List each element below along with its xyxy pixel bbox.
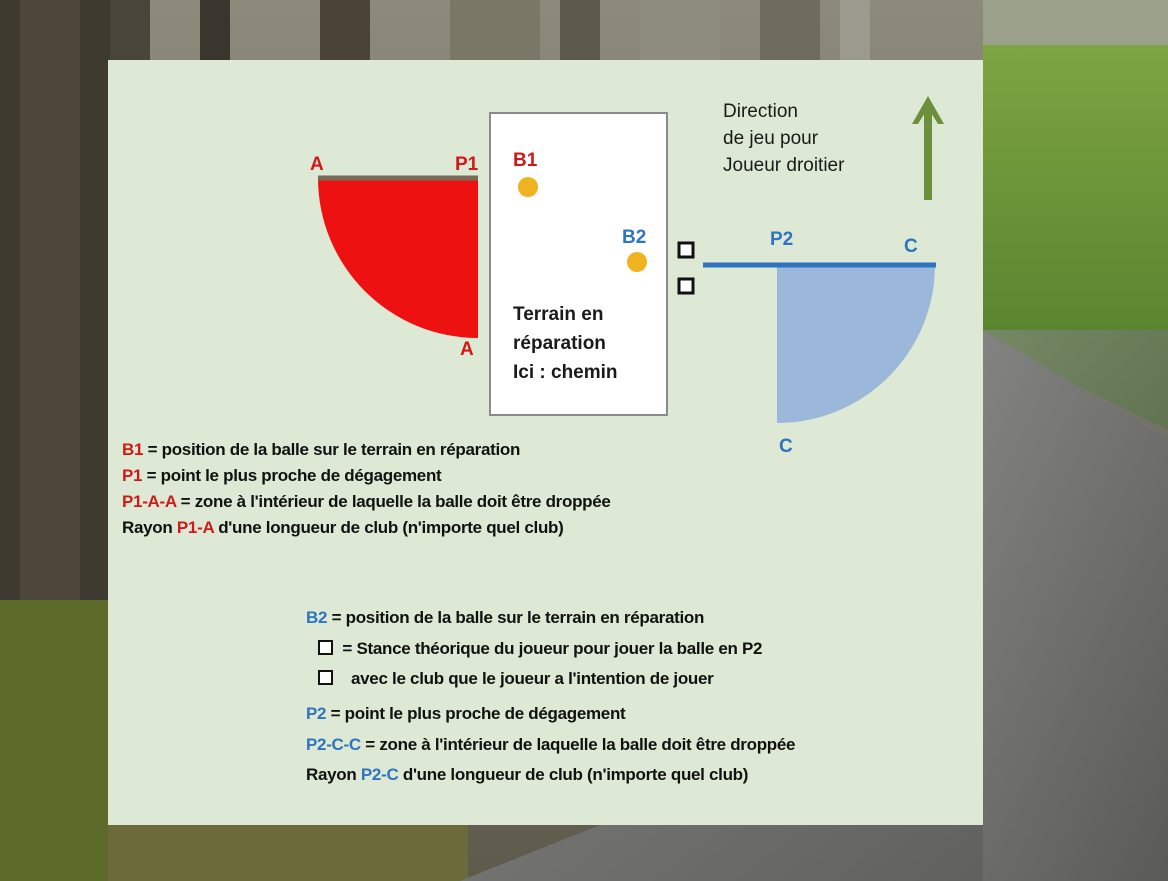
legend-rayon2-line: Rayon P2-C d'une longueur de club (n'imp… (306, 765, 748, 785)
legend-b2-line: B2 = position de la balle sur le terrain… (306, 608, 704, 628)
direction-line-2: de jeu pour (723, 128, 819, 149)
legend-stance-text-2: avec le club que le joueur a l'intention… (351, 669, 714, 688)
legend-b2-text: = position de la balle sur le terrain en… (327, 608, 705, 627)
legend-stance-line-1: = Stance théorique du joueur pour jouer … (318, 639, 762, 659)
stance-square-top (677, 241, 695, 259)
legend-p1-key: P1 (122, 466, 143, 485)
label-a-left: A (310, 154, 324, 175)
legend-b1-key: B1 (122, 440, 144, 459)
label-b2: B2 (622, 227, 647, 248)
legend-p2cc-line: P2-C-C = zone à l'intérieur de laquelle … (306, 735, 795, 755)
zone-box-text: Terrain en réparation Ici : chemin (513, 300, 618, 387)
legend-rayon1-line: Rayon P1-A d'une longueur de club (n'imp… (122, 518, 564, 538)
legend-rayon1-key: P1-A (176, 518, 214, 537)
ball-b1 (518, 177, 538, 197)
legend-p1aa-text: = zone à l'intérieur de laquelle la ball… (176, 492, 611, 511)
label-p2: P2 (770, 229, 794, 250)
legend-p2cc-key: P2-C-C (306, 735, 361, 754)
legend-p2-key: P2 (306, 704, 327, 723)
legend-p1aa-key: P1-A-A (122, 492, 177, 511)
label-p1: P1 (455, 154, 479, 175)
red-drop-zone (318, 178, 478, 338)
legend-p2cc-text: = zone à l'intérieur de laquelle la ball… (360, 735, 796, 754)
label-b1: B1 (513, 150, 538, 171)
legend-p1-line: P1 = point le plus proche de dégagement (122, 466, 442, 486)
zone-line-1: Terrain en (513, 304, 604, 325)
legend-stance-line-2: avec le club que le joueur a l'intention… (318, 669, 714, 689)
repair-zone-box (489, 112, 668, 416)
legend-rayon1-pre: Rayon (122, 518, 177, 537)
direction-line-3: Joueur droitier (723, 155, 845, 176)
legend-rayon1-post: d'une longueur de club (n'importe quel c… (213, 518, 564, 537)
legend-b1-text: = position de la balle sur le terrain en… (143, 440, 521, 459)
legend-p1-text: = point le plus proche de dégagement (142, 466, 442, 485)
legend-rayon2-key: P2-C (360, 765, 399, 784)
arrow-head (912, 96, 944, 124)
stance-square-icon-2 (318, 670, 333, 685)
legend-b2-key: B2 (306, 608, 328, 627)
legend-rayon2-pre: Rayon (306, 765, 361, 784)
label-c-right: C (904, 236, 918, 257)
ball-b2 (627, 252, 647, 272)
direction-text: Direction de jeu pour Joueur droitier (723, 98, 844, 179)
zone-line-3: Ici : chemin (513, 362, 618, 383)
label-c-bottom: C (779, 436, 793, 457)
direction-line-1: Direction (723, 101, 798, 122)
label-a-bottom: A (460, 339, 474, 360)
legend-stance-text-1: = Stance théorique du joueur pour jouer … (338, 639, 763, 658)
stance-square-icon (318, 640, 333, 655)
blue-drop-zone (777, 265, 935, 423)
zone-line-2: réparation (513, 333, 606, 354)
legend-rayon2-post: d'une longueur de club (n'importe quel c… (398, 765, 749, 784)
legend-p2-line: P2 = point le plus proche de dégagement (306, 704, 626, 724)
legend-p1aa-line: P1-A-A = zone à l'intérieur de laquelle … (122, 492, 611, 512)
legend-b1-line: B1 = position de la balle sur le terrain… (122, 440, 520, 460)
legend-p2-text: = point le plus proche de dégagement (326, 704, 626, 723)
stance-square-bottom (677, 277, 695, 295)
